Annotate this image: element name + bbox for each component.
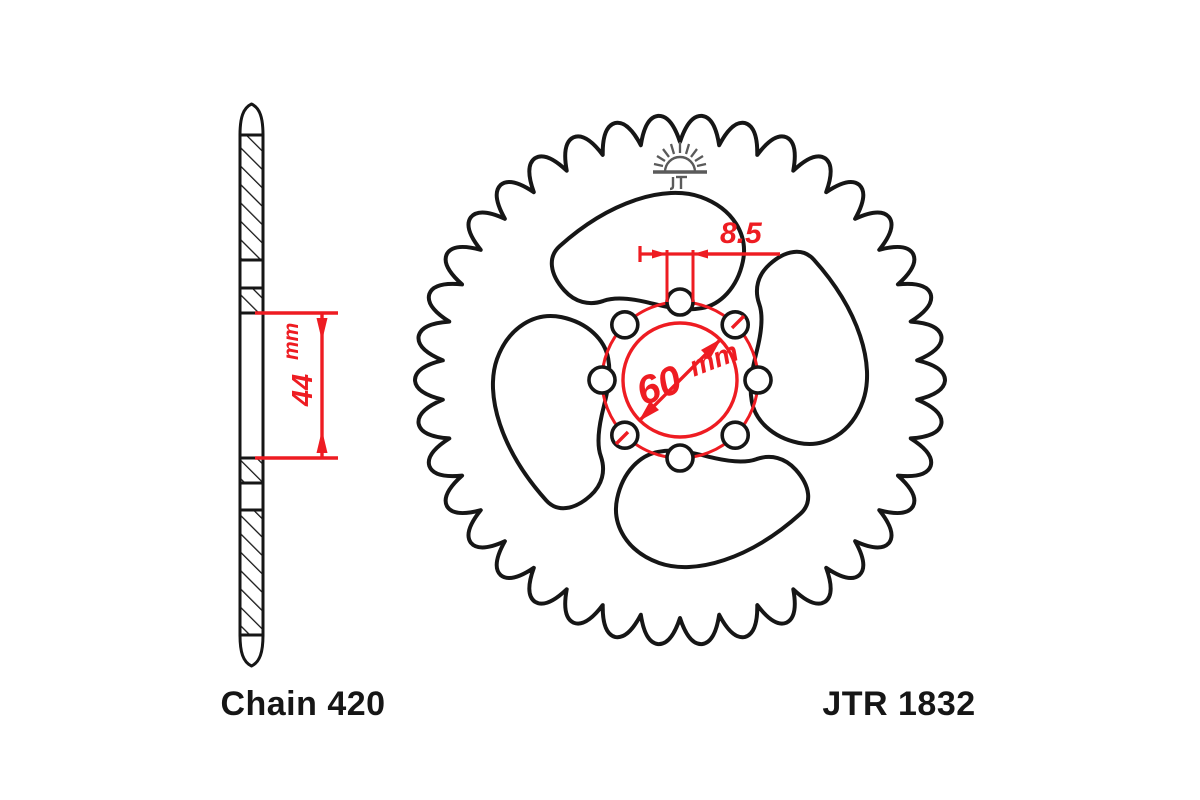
dim-85-value: 8.5 [720,217,763,250]
chain-label: Chain 420 [220,685,385,723]
dim-44-value: 44 [287,374,319,407]
bolt-hole-4 [720,420,751,451]
dim-85-arrow-left [652,249,667,259]
section-hatch-lower-boss [240,458,263,483]
dim-60-tick-upper [730,314,746,330]
dim-44-unit: mm [280,323,303,360]
dimension-8-5: 8.5 [638,217,780,302]
section-central-web [238,311,265,460]
bolt-hole-7 [587,365,617,395]
centre-bore-circle [621,321,739,439]
dim-85-arrow-right [693,249,708,259]
section-gap-top [238,258,265,290]
dim-60-tick-lower [614,430,630,446]
bolt-hole-3 [743,365,773,395]
dim-60-arrow-lower [638,401,659,422]
spoke-cutout-2 [748,249,870,446]
section-gap-bottom [238,481,265,512]
section-hatch-bottom [240,510,263,635]
spoke-cutout-4 [490,314,612,511]
bolt-hole-5 [665,443,695,473]
section-hatch-top [240,135,263,260]
jt-sunrise-logo [653,142,707,191]
dimension-44mm: 44 mm [255,311,338,460]
cross-section-side-view [238,102,265,668]
spoke-cutout-1 [549,190,746,312]
bolt-hole-1 [665,287,695,317]
bolt-hole-8 [609,309,640,340]
spoke-cutouts [490,190,870,570]
dim-44-arrow-bottom [316,430,328,453]
part-number-label: JTR 1832 [822,685,975,723]
sprocket-front-view: 60 mm 8.5 [413,113,947,647]
section-hatch-upper-boss [240,288,263,313]
dim-44-arrow-top [316,318,328,341]
dim-60-arrow-upper [701,338,722,359]
section-block-bottom [238,508,265,637]
spoke-cutout-3 [614,448,811,570]
